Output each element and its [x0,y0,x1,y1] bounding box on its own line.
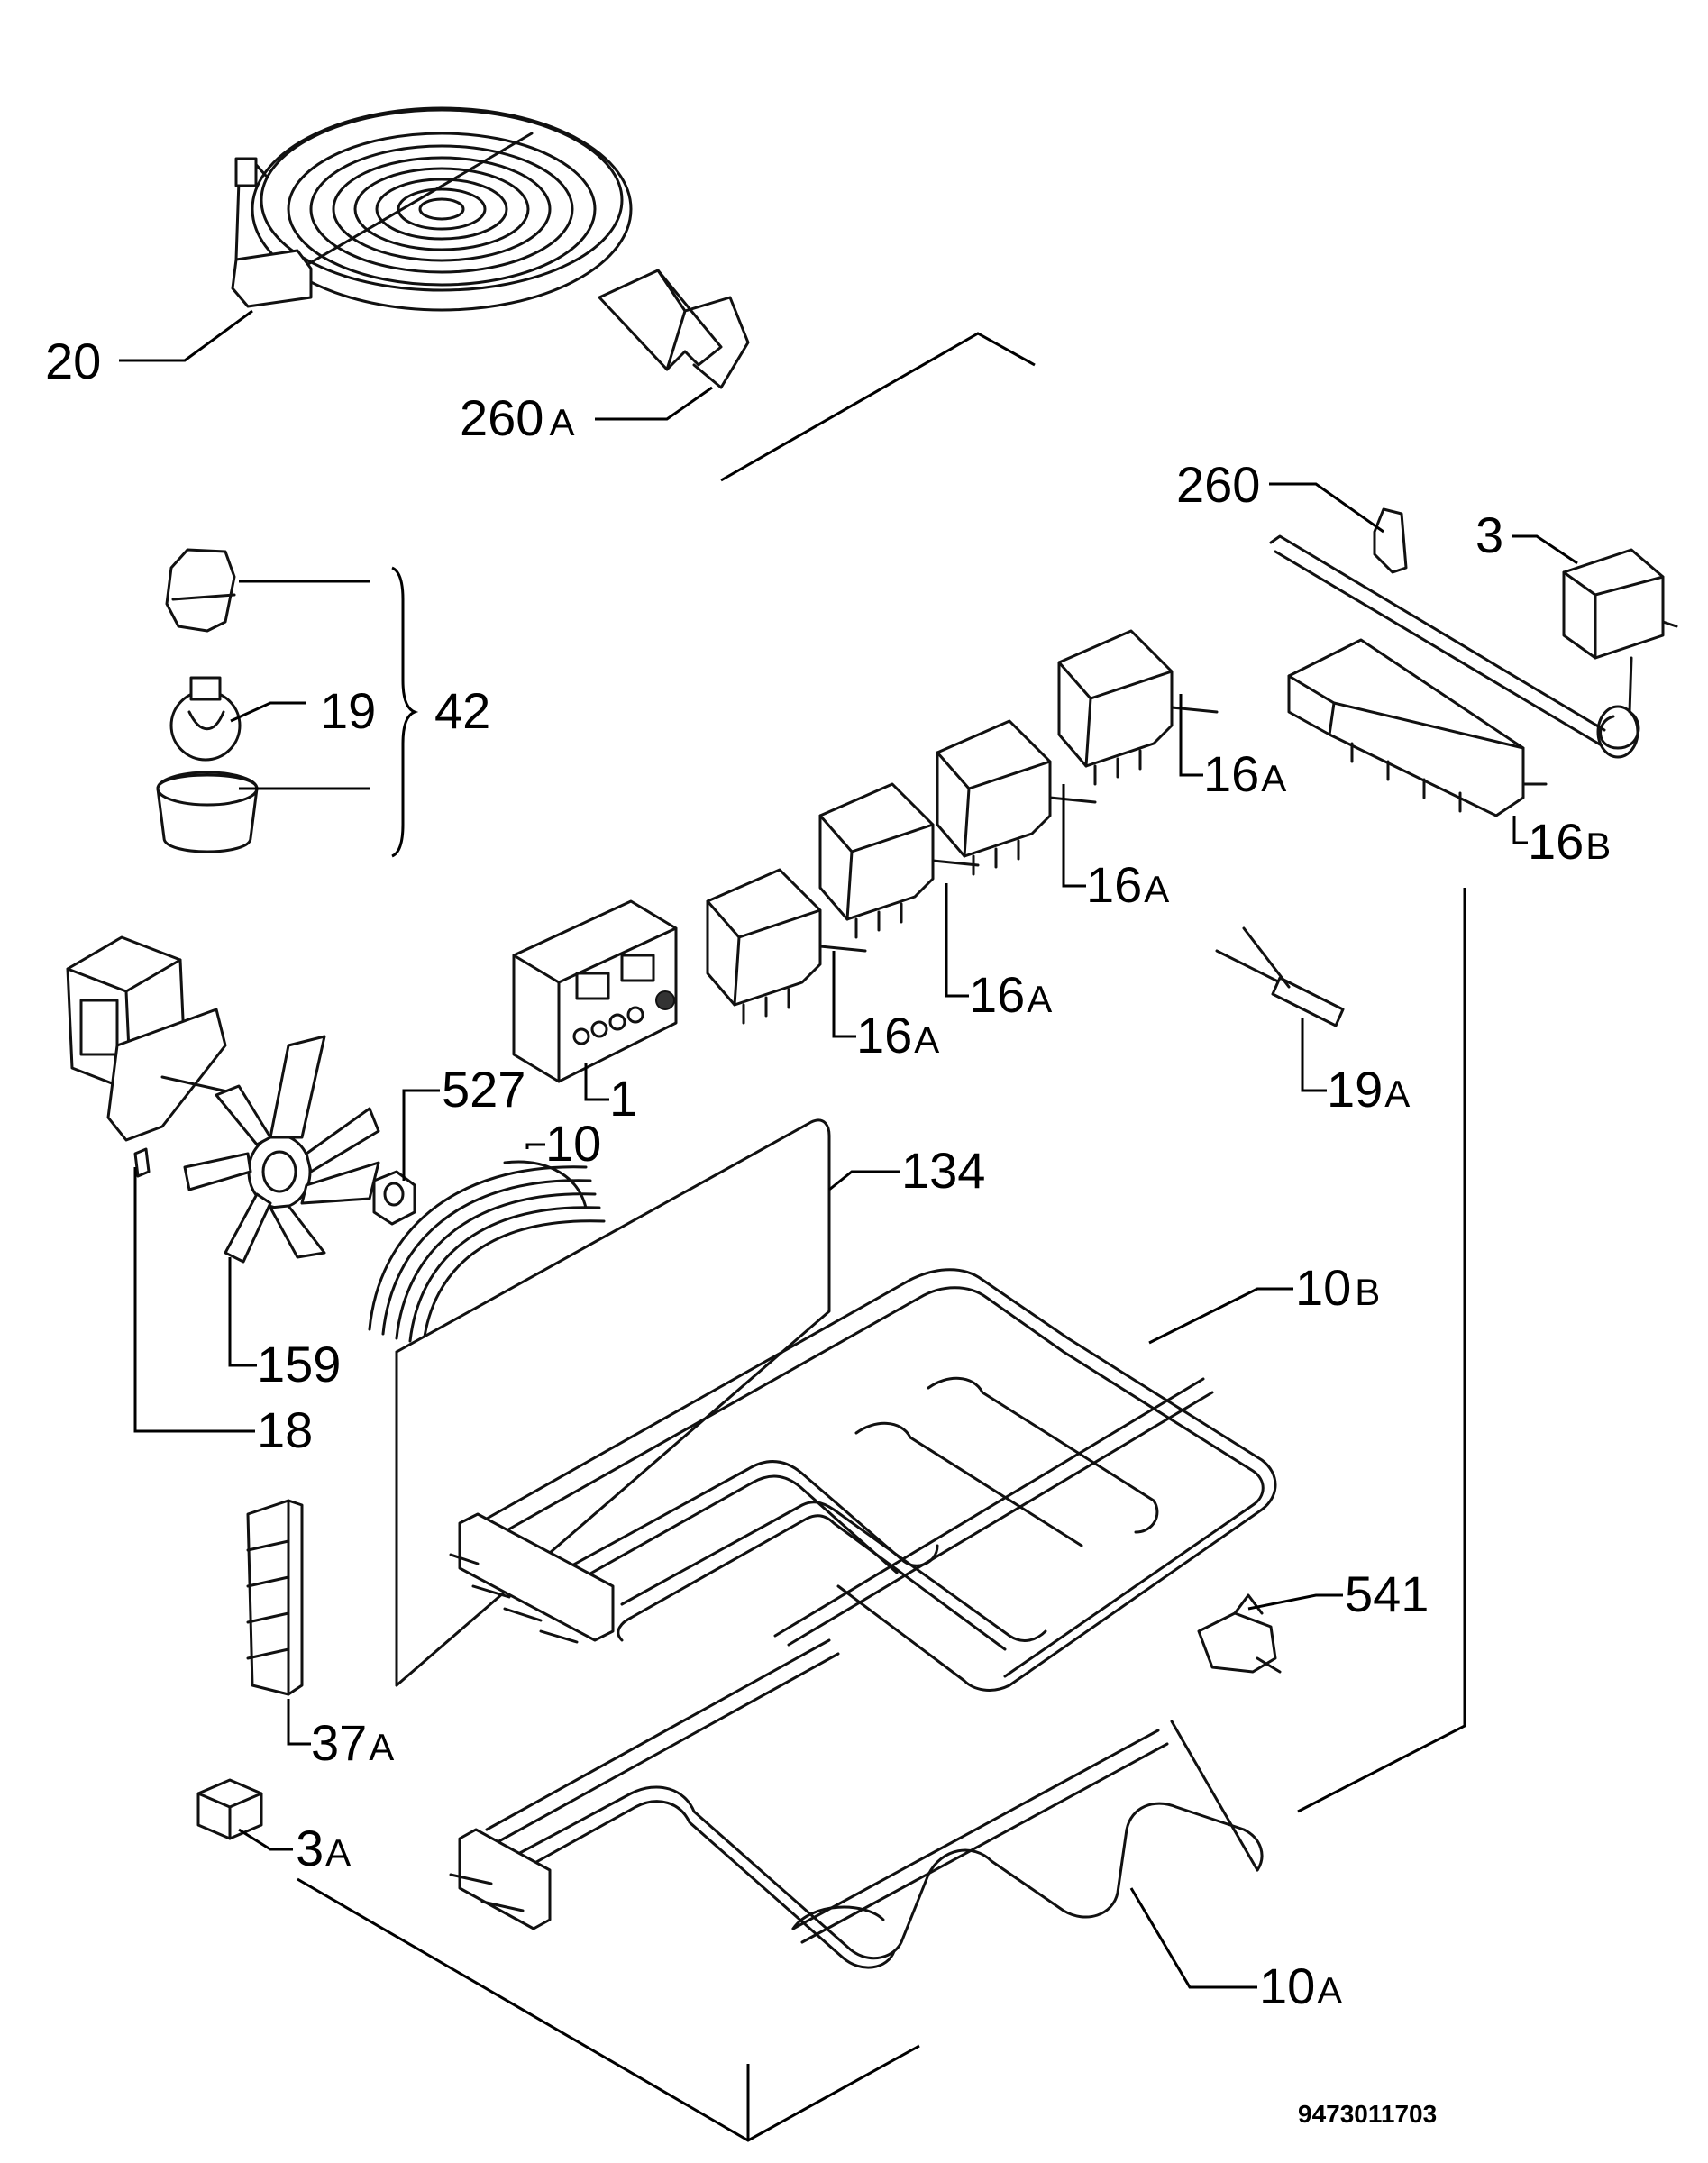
part-3A-switch [196,1778,263,1840]
part-159-fan-blade [183,1035,380,1264]
part-260A-bracket [598,269,750,389]
part-527-nut [372,1170,416,1226]
callout-134: 134 [901,1142,985,1199]
callout-16A-4: 16A [856,1007,939,1063]
part-16A-switch-4 [706,868,867,1025]
part-3-thermostat [1269,534,1678,759]
callout-527: 527 [442,1061,525,1118]
callout-3: 3 [1475,507,1503,563]
callout-20: 20 [45,333,101,389]
part-260-clip [1373,507,1408,574]
part-42-lamp-assembly [156,548,419,858]
part-541-connector [1197,1593,1282,1674]
callout-16A-1: 16A [1203,745,1286,802]
part-37A-terminal-block [246,1499,304,1696]
callout-260: 260 [1176,456,1260,513]
part-10B-grill-element [449,1268,1277,1692]
part-16A-switch-3 [818,782,980,939]
callout-10: 10 [545,1115,601,1172]
callout-16A-3: 16A [969,966,1052,1023]
leader-lines [119,309,1578,1989]
part-16B-switch [1287,638,1548,817]
callout-16B: 16B [1528,813,1611,870]
part-10A-bottom-element [449,1638,1264,1969]
part-10-wiring-harness [368,1160,606,1345]
callout-37A: 37A [311,1714,394,1771]
callout-3A: 3A [296,1820,351,1876]
callout-42: 42 [434,682,490,739]
callout-19A: 19A [1327,1061,1410,1118]
part-16A-switch-2 [936,719,1097,876]
part-18-fan-motor [66,935,245,1178]
part-20-radiant-hotplate [231,106,633,312]
callout-10A: 10A [1259,1958,1342,2014]
callout-10B: 10B [1295,1259,1380,1316]
part-1-timer [512,899,678,1083]
callout-19: 19 [320,682,376,739]
document-number: 9473011703 [1298,2100,1437,2128]
part-16A-switch-1 [1057,629,1219,786]
callout-18: 18 [257,1401,313,1458]
part-19A-sensor [1215,926,1345,1027]
callout-541: 541 [1345,1565,1429,1622]
assembly-frame [297,332,1466,2142]
callout-1: 1 [609,1070,637,1127]
callout-16A-2: 16A [1086,856,1169,913]
callout-159: 159 [257,1336,341,1392]
